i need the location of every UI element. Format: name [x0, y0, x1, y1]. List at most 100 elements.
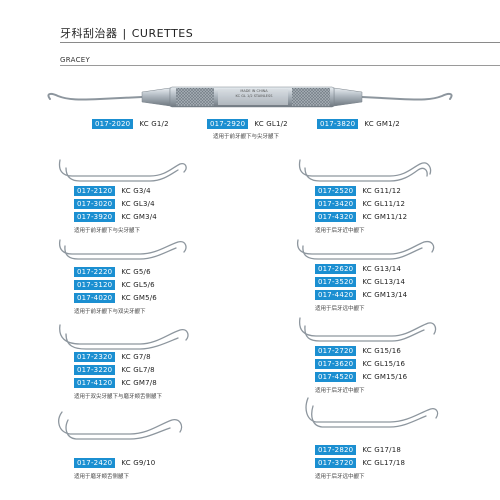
model-name: KC GM11/12 [362, 213, 408, 221]
product-code: 017-2920 [207, 119, 249, 129]
curette-g34-tip [58, 159, 187, 177]
product-code-row: 017-3920 KC GM3/4 [74, 212, 157, 222]
model-name: KC G13/14 [362, 265, 402, 273]
product-code: 017-4420 [315, 290, 357, 300]
product-code: 017-2620 [315, 264, 357, 274]
product-code-row: 017-3720 KC GL17/18 [315, 458, 405, 468]
usage-note: 适用于前牙龈下与双尖牙龈下 [74, 309, 146, 315]
product-code-row: 017-4420 KC GM13/14 [315, 290, 407, 300]
hero-handle-engraving: MADE IN CHINA KC GL 1/2 STAINLESS [224, 89, 284, 99]
product-code: 017-3920 [74, 212, 116, 222]
usage-note: 适用于磨牙颊舌侧龈下 [74, 474, 130, 480]
model-name: KC GL1/2 [254, 120, 288, 128]
model-name: KC GM15/16 [362, 373, 408, 381]
curette-g910-tip [58, 411, 183, 435]
product-code: 017-2220 [74, 267, 116, 277]
product-code-row: 017-2920 KC GL1/2 [207, 119, 288, 129]
usage-note: 适用于后牙近中龈下 [315, 388, 365, 394]
curette-g1112-tip [298, 159, 432, 177]
title-english: CURETTES [131, 27, 194, 40]
section-divider [60, 65, 500, 66]
usage-note: 适用于后牙远中龈下 [315, 474, 365, 480]
product-code: 017-2320 [74, 352, 116, 362]
product-code-row: 017-4120 KC GM7/8 [74, 378, 157, 388]
product-code-row: 017-3120 KC GL5/6 [74, 280, 155, 290]
model-name: KC G1/2 [139, 120, 169, 128]
product-code: 017-3620 [315, 359, 357, 369]
model-name: KC GL5/6 [121, 281, 155, 289]
product-code-row: 017-2520 KC G11/12 [315, 186, 401, 196]
product-code: 017-4520 [315, 372, 357, 382]
product-code-row: 017-3620 KC GL15/16 [315, 359, 405, 369]
product-code: 017-2520 [315, 186, 357, 196]
product-code-row: 017-3820 KC GM1/2 [317, 119, 400, 129]
product-code-row: 017-4020 KC GM5/6 [74, 293, 157, 303]
model-name: KC GM5/6 [121, 294, 157, 302]
usage-note: 适用于前牙龈下与尖牙龈下 [74, 228, 141, 234]
product-code: 017-4320 [315, 212, 357, 222]
model-name: KC GM7/8 [121, 379, 157, 387]
product-code-row: 017-3220 KC GL7/8 [74, 365, 155, 375]
curette-g56-tip [58, 239, 187, 255]
curette-g1516-tip [298, 317, 437, 337]
product-code: 017-4120 [74, 378, 116, 388]
product-code: 017-2120 [74, 186, 116, 196]
product-code-row: 017-2620 KC G13/14 [315, 264, 401, 274]
model-name: KC GL13/14 [362, 278, 406, 286]
title-divider [60, 42, 500, 43]
model-name: KC GL17/18 [362, 459, 406, 467]
product-code: 017-3820 [317, 119, 359, 129]
product-code: 017-3720 [315, 458, 357, 468]
product-code-row: 017-2820 KC G17/18 [315, 445, 401, 455]
curette-g1718-tip [305, 397, 439, 423]
model-name: KC G3/4 [121, 187, 151, 195]
model-name: KC GL15/16 [362, 360, 406, 368]
model-name: KC GM3/4 [121, 213, 157, 221]
product-code-row: 017-3020 KC GL3/4 [74, 199, 155, 209]
model-name: KC GL3/4 [121, 200, 155, 208]
product-code-row: 017-2320 KC G7/8 [74, 352, 151, 362]
product-code-row: 017-2420 KC G9/10 [74, 458, 155, 468]
product-code: 017-2820 [315, 445, 357, 455]
model-name: KC GM1/2 [364, 120, 400, 128]
product-code: 017-3420 [315, 199, 357, 209]
product-code-row: 017-2220 KC G5/6 [74, 267, 151, 277]
model-name: KC G15/16 [362, 347, 402, 355]
product-code: 017-3120 [74, 280, 116, 290]
usage-note: 适用于后牙远中龈下 [315, 306, 365, 312]
product-code-row: 017-3420 KC GL11/12 [315, 199, 405, 209]
curette-g78-tip [59, 324, 189, 345]
curette-g1314-tip [296, 239, 435, 255]
model-name: KC G5/6 [121, 268, 151, 276]
model-name: KC G9/10 [121, 459, 156, 467]
section-label: GRACEY [60, 56, 91, 64]
product-code: 017-2720 [315, 346, 357, 356]
model-name: KC G7/8 [121, 353, 151, 361]
usage-note: 适用于后牙近中龈下 [315, 228, 365, 234]
model-name: KC GL7/8 [121, 366, 155, 374]
model-name: KC G11/12 [362, 187, 402, 195]
product-code-row: 017-2720 KC G15/16 [315, 346, 401, 356]
product-code: 017-3520 [315, 277, 357, 287]
product-code: 017-4020 [74, 293, 116, 303]
product-code: 017-3220 [74, 365, 116, 375]
product-code-row: 017-4320 KC GM11/12 [315, 212, 407, 222]
usage-note: 适用于双尖牙龈下与磨牙颊舌侧龈下 [74, 394, 163, 400]
product-code-row: 017-3520 KC GL13/14 [315, 277, 405, 287]
product-code-row: 017-4520 KC GM15/16 [315, 372, 407, 382]
product-code: 017-3020 [74, 199, 116, 209]
page-title: 牙科刮治器 | CURETTES [60, 25, 193, 41]
usage-note: 适用于前牙龈下与尖牙龈下 [213, 134, 280, 140]
title-separator: | [122, 27, 127, 40]
engraving-line-2: KC GL 1/2 STAINLESS [235, 94, 273, 98]
engraving-line-1: MADE IN CHINA [240, 89, 268, 93]
model-name: KC GM13/14 [362, 291, 408, 299]
product-code-row: 017-2120 KC G3/4 [74, 186, 151, 196]
model-name: KC GL11/12 [362, 200, 406, 208]
title-chinese: 牙科刮治器 [60, 27, 118, 40]
model-name: KC G17/18 [362, 446, 402, 454]
product-code: 017-2420 [74, 458, 116, 468]
